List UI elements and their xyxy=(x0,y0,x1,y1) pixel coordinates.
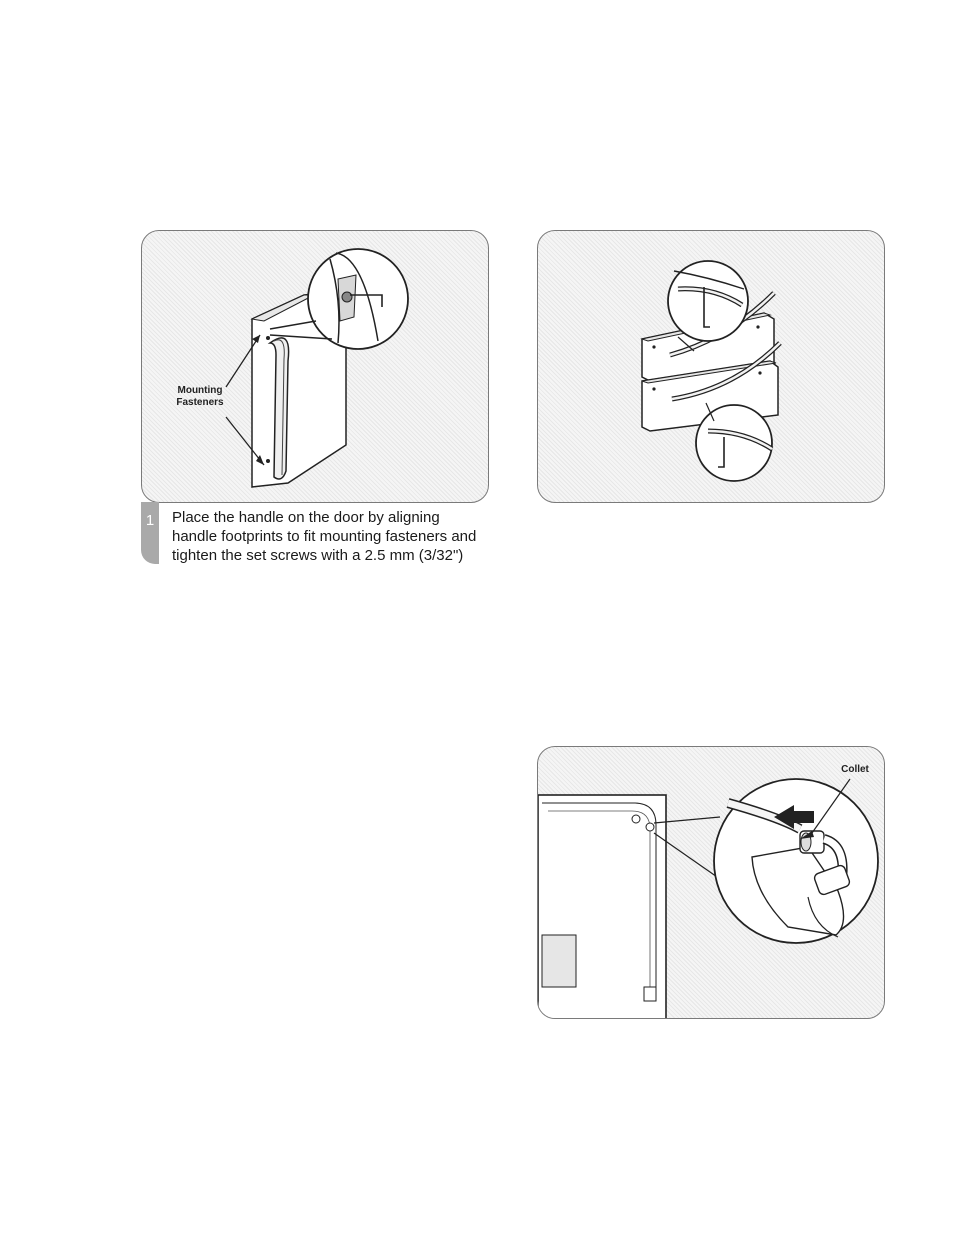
door-handle-illustration xyxy=(142,231,489,503)
mounting-label-line2: Fasteners xyxy=(166,397,234,409)
mounting-label-line1: Mounting xyxy=(166,385,234,397)
collet-label: Collet xyxy=(830,764,880,776)
figure-water-line-collet: Collet xyxy=(537,746,885,1019)
step-number-badge: 1 xyxy=(141,502,159,564)
step-1-text: Place the handle on the door by aligning… xyxy=(172,508,502,565)
drawer-handles-illustration xyxy=(538,231,885,503)
figure-door-handle-install: Mounting Fasteners xyxy=(141,230,489,503)
step-1-instruction: 1 Place the handle on the door by aligni… xyxy=(141,498,501,568)
step-1-line-3: tighten the set screws with a 2.5 mm (3/… xyxy=(172,546,502,565)
figure-drawer-handles xyxy=(537,230,885,503)
collet-illustration xyxy=(538,747,885,1019)
step-1-line-2: handle footprints to fit mounting fasten… xyxy=(172,527,502,546)
mounting-fasteners-label: Mounting Fasteners xyxy=(166,385,234,409)
step-1-line-1: Place the handle on the door by aligning xyxy=(172,508,502,527)
